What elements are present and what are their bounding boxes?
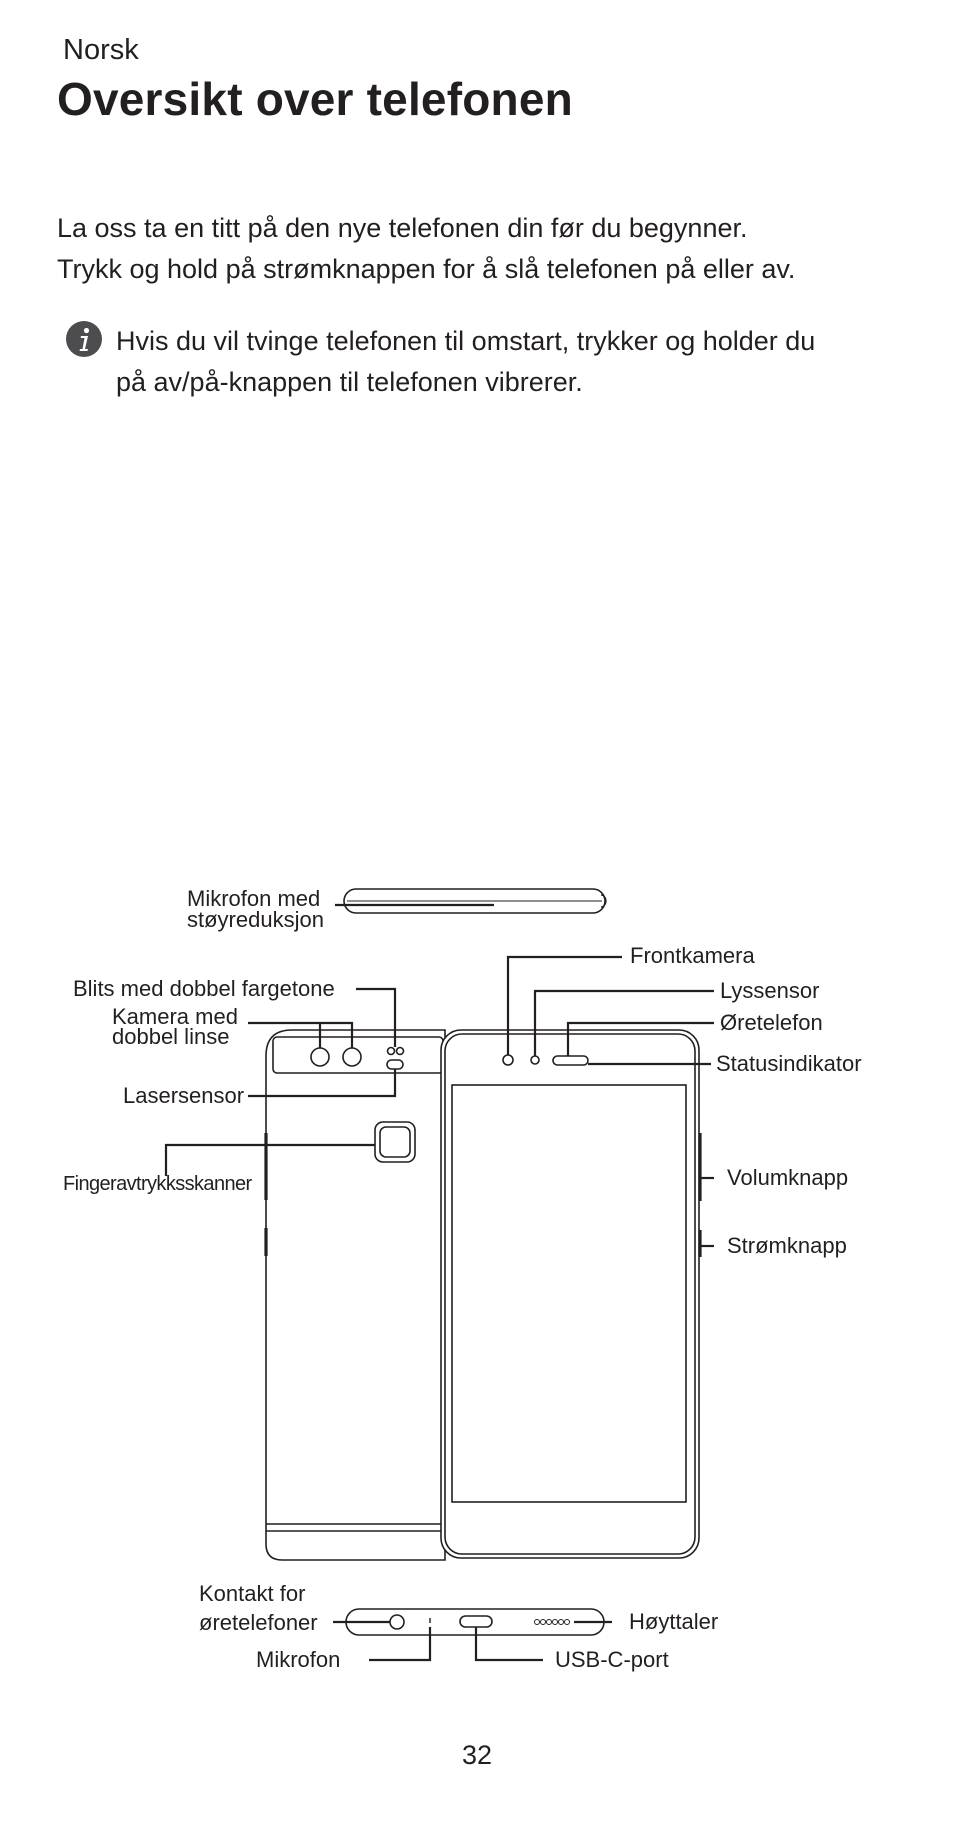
usb-port-label: USB-C-port bbox=[555, 1647, 669, 1672]
headset-jack-label: Kontakt for bbox=[199, 1581, 305, 1606]
earpiece-icon bbox=[552, 1055, 589, 1066]
note-line: Hvis du vil tvinge telefonen til omstart… bbox=[116, 326, 816, 356]
dual-camera-label: Kamera med bbox=[112, 1004, 238, 1029]
leader-lines bbox=[164, 903, 714, 1662]
intro-line: Trykk og hold på strømknappen for å slå … bbox=[57, 254, 796, 284]
status-indicator-label: Statusindikator bbox=[716, 1051, 862, 1076]
laser-sensor-icon bbox=[386, 1059, 404, 1070]
page-number: 32 bbox=[461, 1740, 493, 1770]
noise-mic-label: støyreduksjon bbox=[187, 907, 324, 932]
intro-text: La oss ta en titt på den nye telefonen d… bbox=[57, 208, 795, 290]
laser-sensor-label: Lasersensor bbox=[123, 1083, 244, 1108]
speaker-icon bbox=[534, 1619, 570, 1625]
phone-front bbox=[440, 1029, 702, 1559]
dual-flash-label: Blits med dobbel fargetone bbox=[73, 976, 335, 1001]
page-title: Oversikt over telefonen bbox=[57, 73, 573, 125]
power-button-label: Strømknapp bbox=[727, 1233, 847, 1258]
earpiece-label: Øretelefon bbox=[720, 1010, 823, 1035]
intro-line: La oss ta en titt på den nye telefonen d… bbox=[57, 213, 748, 243]
headset-jack-label: øretelefoner bbox=[199, 1610, 318, 1635]
noise-mic-label: Mikrofon med bbox=[187, 886, 320, 911]
language-label: Norsk bbox=[63, 34, 139, 66]
note-text: Hvis du vil tvinge telefonen til omstart… bbox=[116, 321, 896, 403]
dual-flash-icon bbox=[386, 1046, 405, 1056]
dual-camera-label: dobbel linse bbox=[112, 1024, 229, 1049]
note-line: på av/på-knappen til telefonen vibrerer. bbox=[116, 367, 583, 397]
light-sensor-label: Lyssensor bbox=[720, 978, 819, 1003]
microphone-label: Mikrofon bbox=[256, 1647, 340, 1672]
volume-button-label: Volumknapp bbox=[727, 1165, 848, 1190]
front-camera-label: Frontkamera bbox=[630, 943, 755, 968]
speaker-label: Høyttaler bbox=[629, 1609, 718, 1634]
fingerprint-sensor-icon bbox=[374, 1121, 416, 1163]
phone-back bbox=[264, 1029, 446, 1561]
phone-top-edge bbox=[343, 888, 607, 914]
dual-camera-icon bbox=[310, 1047, 362, 1067]
info-icon bbox=[66, 321, 102, 357]
fingerprint-label: Fingeravtrykksskanner bbox=[63, 1173, 253, 1195]
